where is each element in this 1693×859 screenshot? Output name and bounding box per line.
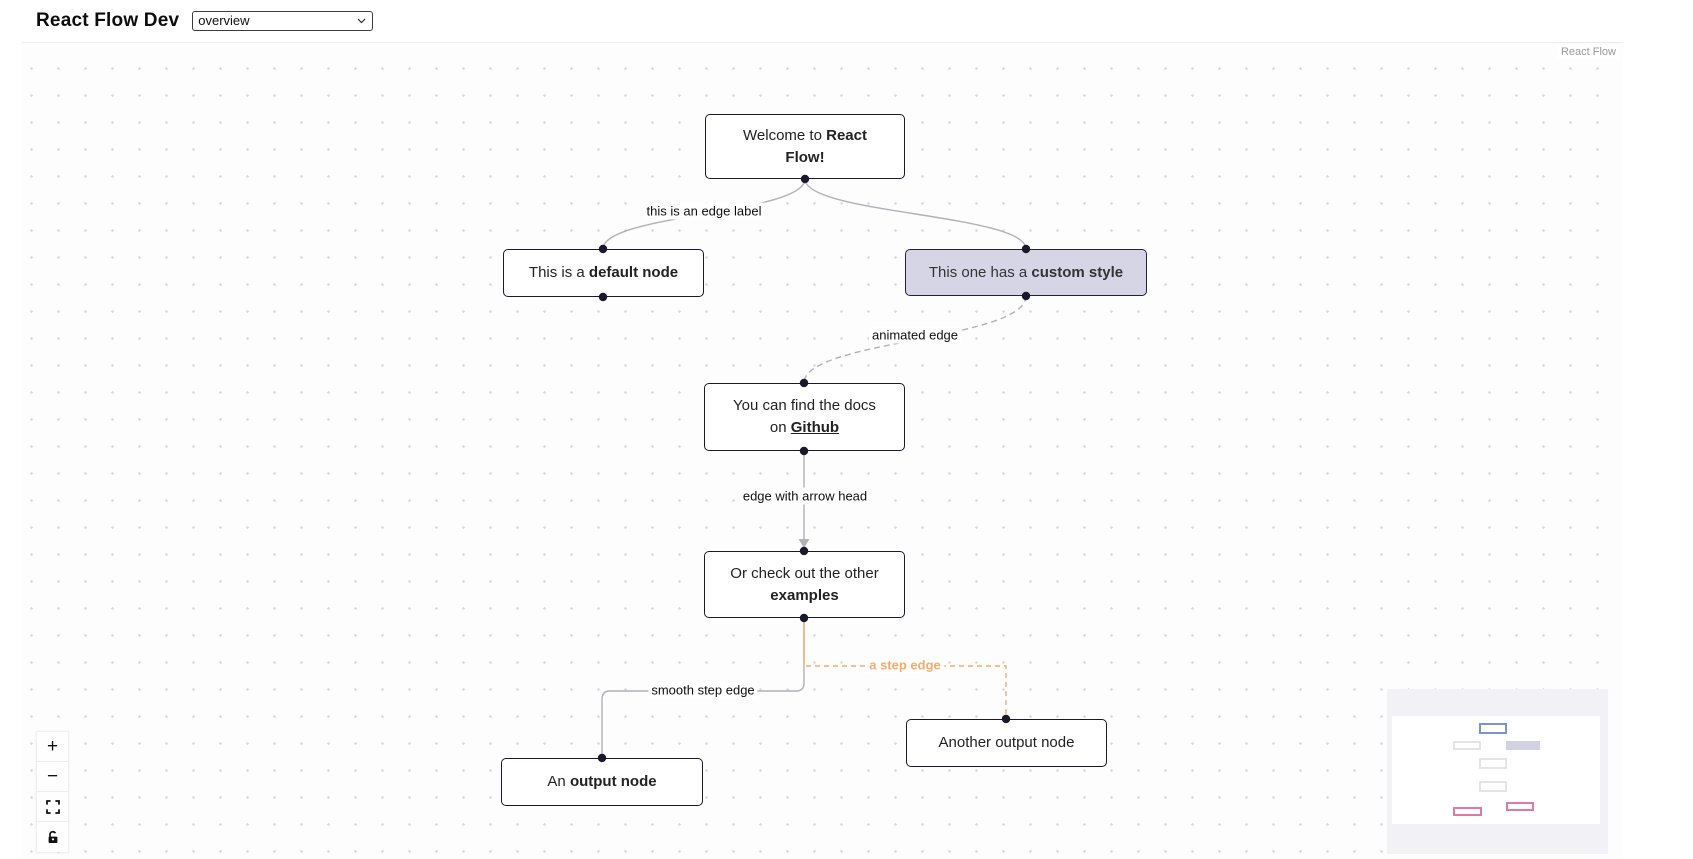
unlock-icon	[48, 830, 57, 843]
minimap-node-welcome	[1479, 723, 1507, 734]
node-default-label: This is a default node	[528, 264, 679, 282]
edge-label-arrow[interactable]: edge with arrow head	[739, 487, 871, 505]
node-welcome-label: Welcome to React Flow!	[743, 126, 867, 166]
node-examples-label: Or check out the other examples	[730, 564, 879, 604]
fit-view-icon	[45, 799, 60, 814]
app-header: React Flow Dev overview	[0, 0, 1693, 42]
flow-canvas[interactable]: Welcome to React Flow! This is a default…	[22, 42, 1623, 859]
lock-button[interactable]	[37, 822, 68, 852]
minimap-node-custom	[1506, 741, 1540, 750]
minimap-node-another-output	[1506, 802, 1534, 811]
zoom-out-button[interactable]: −	[37, 762, 68, 792]
minimap-node-default	[1453, 741, 1481, 750]
app-title: React Flow Dev	[36, 10, 180, 31]
fit-view-button[interactable]	[37, 792, 68, 822]
minimap-node-examples	[1479, 781, 1507, 792]
minus-icon: −	[46, 766, 59, 787]
edge-label-animated[interactable]: animated edge	[868, 326, 962, 344]
attribution-link[interactable]: React Flow	[1556, 45, 1620, 59]
zoom-in-button[interactable]: +	[37, 732, 68, 762]
node-welcome[interactable]: Welcome to React Flow!	[705, 114, 905, 179]
node-another-output[interactable]: Another output node	[906, 719, 1107, 767]
controls-panel: + −	[37, 732, 68, 852]
github-link: Github	[790, 419, 840, 436]
edge-label-smooth-step[interactable]: smooth step edge	[648, 681, 758, 699]
edge-label-default[interactable]: this is an edge label	[643, 202, 765, 220]
node-docs[interactable]: You can find the docs on Github	[704, 383, 905, 451]
edge-label-step[interactable]: a step edge	[866, 656, 944, 674]
node-output[interactable]: An output node	[501, 758, 703, 806]
example-select-wrapper: overview	[192, 11, 374, 31]
node-another-output-label: Another output node	[938, 734, 1075, 752]
node-custom-style[interactable]: This one has a custom style	[905, 249, 1147, 296]
plus-icon: +	[46, 736, 59, 757]
node-output-label: An output node	[547, 773, 657, 791]
minimap-node-output	[1453, 807, 1482, 816]
example-select[interactable]: overview	[192, 11, 374, 31]
edge-welcome-to-custom[interactable]	[804, 178, 1027, 250]
node-custom-label: This one has a custom style	[928, 263, 1124, 281]
arrow-head-icon	[798, 539, 810, 548]
minimap[interactable]	[1387, 689, 1608, 854]
node-docs-label: You can find the docs on Github	[733, 397, 876, 436]
node-examples[interactable]: Or check out the other examples	[704, 551, 905, 618]
node-default[interactable]: This is a default node	[503, 249, 704, 297]
minimap-node-docs	[1479, 758, 1507, 769]
